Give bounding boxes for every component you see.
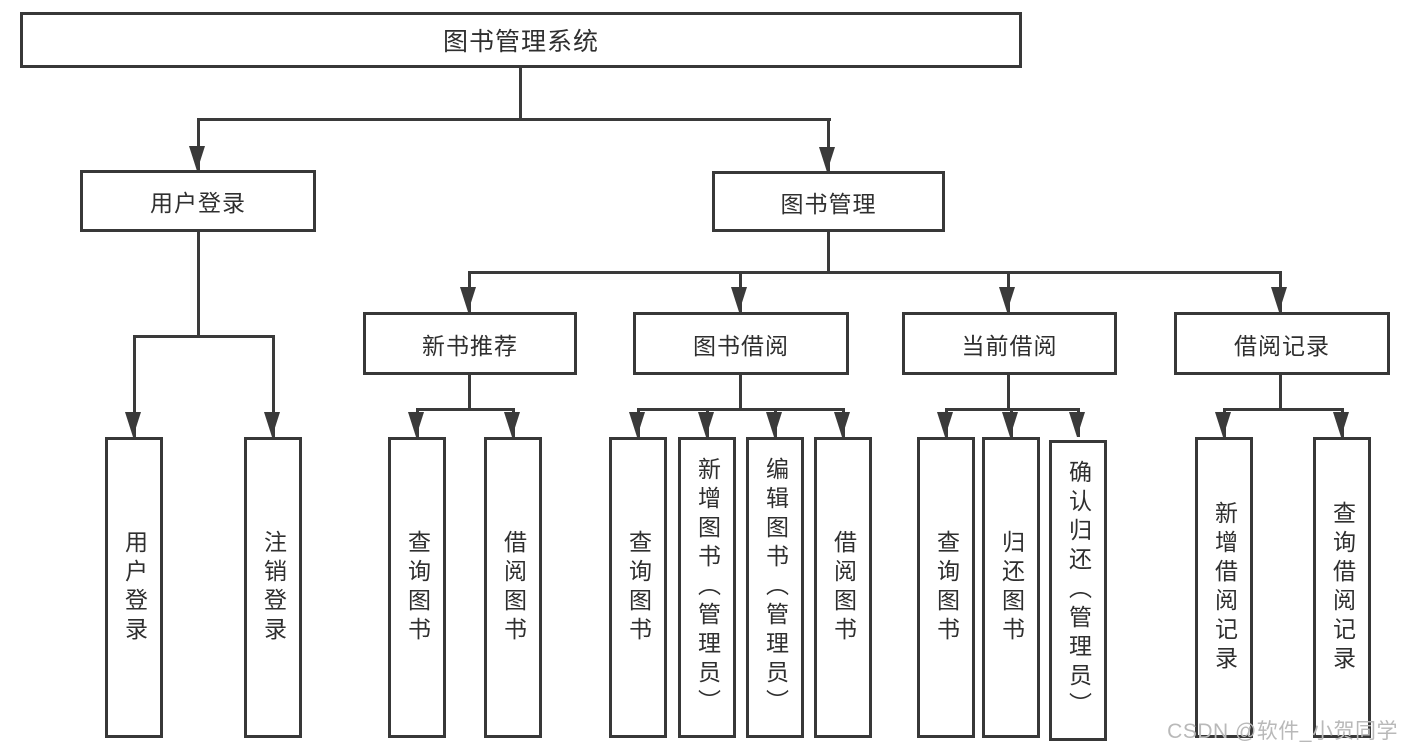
node-return-books: 归还图书 — [982, 437, 1040, 738]
arrowhead-icon — [999, 287, 1015, 312]
arrowhead-icon — [460, 287, 476, 312]
arrowhead-icon — [731, 287, 747, 312]
node-current-borrowing: 当前借阅 — [902, 312, 1117, 375]
arrowhead-icon — [937, 412, 953, 437]
node-borrow-books-2: 借阅图书 — [814, 437, 872, 738]
node-edit-books-admin: 编辑图书（管理员） — [746, 437, 804, 738]
arrowhead-icon — [819, 147, 835, 172]
node-query-books-1: 查询图书 — [388, 437, 446, 738]
connector-root-stub — [519, 68, 522, 118]
arrowhead-icon — [766, 412, 782, 437]
node-new-book-recommendation: 新书推荐 — [363, 312, 577, 375]
connector-root-stem-left — [197, 118, 200, 170]
connector-newbook-stub — [468, 375, 471, 408]
node-user-login-leaf: 用户登录 — [105, 437, 163, 738]
arrowhead-icon — [1271, 287, 1287, 312]
node-book-management: 图书管理 — [712, 171, 945, 232]
arrowhead-icon — [408, 412, 424, 437]
arrowhead-icon — [189, 146, 205, 171]
connector-newbook-bar — [416, 408, 515, 411]
arrowhead-icon — [1215, 412, 1231, 437]
arrowhead-icon — [504, 412, 520, 437]
node-logout: 注销登录 — [244, 437, 302, 738]
connector-bookmgmt-stub — [827, 232, 830, 274]
node-borrow-books-1: 借阅图书 — [484, 437, 542, 738]
node-confirm-return-admin: 确认归还（管理员） — [1049, 440, 1107, 741]
connector-root-bar — [197, 118, 831, 121]
connector-userlogin-bar — [133, 335, 275, 338]
node-query-borrow-record: 查询借阅记录 — [1313, 437, 1371, 738]
connector-borrowing-stub — [739, 375, 742, 408]
node-book-borrowing: 图书借阅 — [633, 312, 849, 375]
arrowhead-icon — [834, 412, 850, 437]
arrowhead-icon — [629, 412, 645, 437]
arrowhead-icon — [1333, 412, 1349, 437]
node-query-books-2: 查询图书 — [609, 437, 667, 738]
watermark: CSDN @软件_小贺同学 — [1167, 720, 1398, 743]
connector-bookmgmt-bar — [468, 271, 1282, 274]
node-library-management-system: 图书管理系统 — [20, 12, 1022, 68]
connector-borrowing-bar — [637, 408, 845, 411]
arrowhead-icon — [1069, 412, 1085, 437]
connector-root-stem-right — [827, 118, 830, 171]
node-borrowing-records: 借阅记录 — [1174, 312, 1390, 375]
connector-userlogin-stem-1 — [133, 335, 136, 437]
node-user-login: 用户登录 — [80, 170, 316, 232]
node-add-books-admin: 新增图书（管理员） — [678, 437, 736, 738]
arrowhead-icon — [698, 412, 714, 437]
arrowhead-icon — [125, 412, 141, 437]
node-query-books-3: 查询图书 — [917, 437, 975, 738]
connector-userlogin-stub — [197, 232, 200, 335]
arrowhead-icon — [1002, 412, 1018, 437]
connector-records-bar — [1223, 408, 1344, 411]
connector-userlogin-stem-2 — [272, 335, 275, 437]
connector-records-stub — [1279, 375, 1282, 408]
connector-current-stub — [1007, 375, 1010, 408]
node-add-borrow-record: 新增借阅记录 — [1195, 437, 1253, 738]
arrowhead-icon — [264, 412, 280, 437]
